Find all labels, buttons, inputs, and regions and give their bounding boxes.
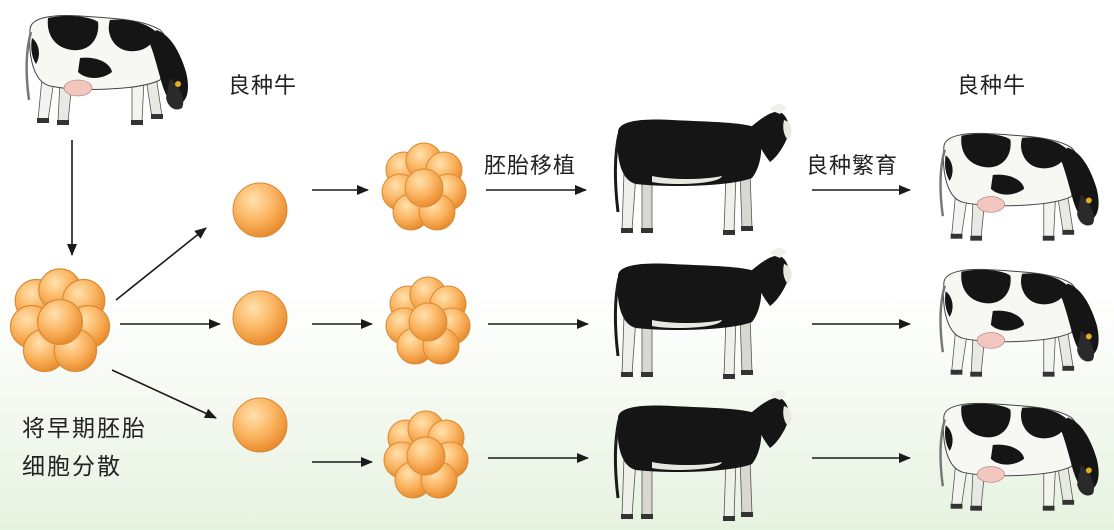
split-embryo-label-line2: 细胞分散: [22, 454, 122, 480]
parent-holstein-cow-icon: [25, 14, 190, 127]
split-embryo-label-line1: 将早期胚胎: [22, 416, 147, 442]
offspring-holstein-cow-icon: [939, 132, 1100, 242]
breeding-label: 良种繁育: [806, 154, 899, 179]
arrow-icon: [111, 369, 217, 419]
arrow-icon: [115, 227, 207, 301]
parent-breed-label: 良种牛: [228, 74, 298, 99]
surrogate-black-cow-icon: [614, 102, 793, 237]
surrogate-black-cow-icon: [614, 246, 793, 381]
embryo-transfer-label: 胚胎移植: [484, 154, 577, 179]
offspring-breed-label: 良种牛: [957, 74, 1027, 99]
single-cell-icon: [232, 397, 288, 453]
split-embryo-label: 将早期胚胎 细胞分散: [22, 410, 147, 486]
single-cell-icon: [232, 182, 288, 238]
offspring-holstein-cow-icon: [939, 268, 1100, 378]
embryo-cluster-icon: [381, 142, 467, 231]
early-embryo-cluster-icon: [9, 268, 111, 373]
single-cell-icon: [232, 290, 288, 346]
embryo-cluster-icon: [385, 276, 471, 365]
surrogate-black-cow-icon: [614, 388, 793, 523]
offspring-holstein-cow-icon: [939, 402, 1100, 512]
embryo-cluster-icon: [383, 410, 469, 499]
